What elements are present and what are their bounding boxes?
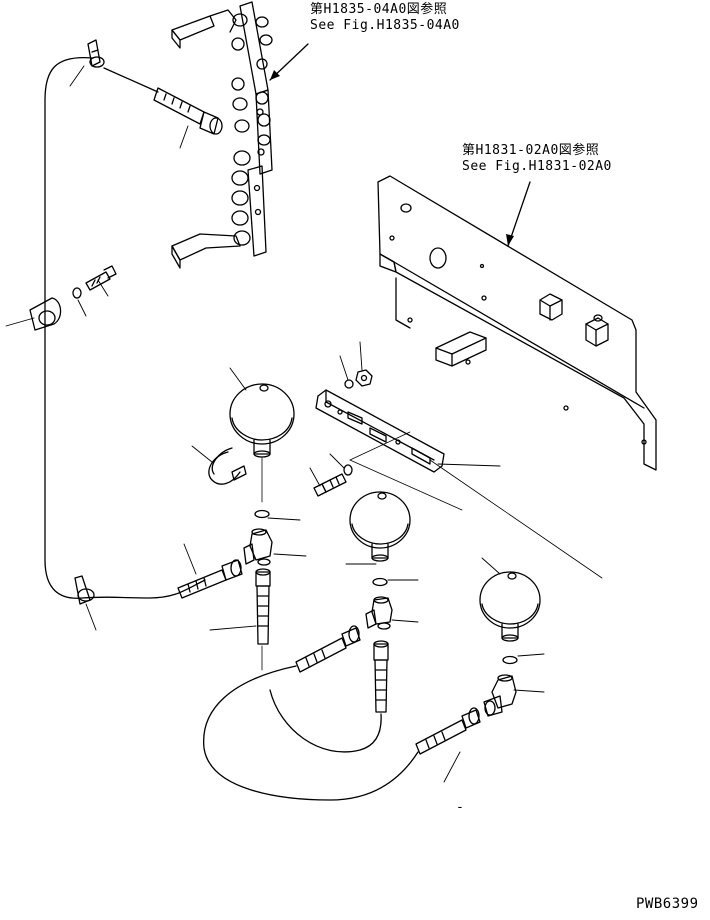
- accumulator-2: [349, 491, 411, 562]
- upper-hose-fitting: [103, 67, 223, 135]
- lower-hose-clamp: [74, 575, 95, 605]
- leader-lines: [5, 65, 545, 783]
- hose-fitting-1: [177, 559, 243, 599]
- upper-reference-label-en: See Fig.H1835-04A0: [310, 18, 460, 33]
- right-reference-arrow: [507, 181, 531, 247]
- u-bolt: [208, 447, 247, 485]
- accumulator-bracket: [315, 389, 445, 473]
- bolt-washer: [343, 464, 353, 476]
- hose-fitting-5: [415, 707, 481, 755]
- bracket-nut-hole: [360, 374, 368, 382]
- o-ring-2: [372, 577, 388, 587]
- tee-fitting-2: [365, 596, 393, 630]
- bracket-bolt: [313, 473, 347, 497]
- lower-hose-loop-2: [269, 689, 382, 753]
- small-dash-mark: -: [456, 800, 465, 815]
- hose-fitting-4: [373, 640, 389, 713]
- tee-fitting-1: [243, 528, 273, 566]
- clamp-washer: [72, 287, 82, 299]
- long-hose-line: [44, 56, 206, 599]
- mounting-plate: [377, 175, 657, 471]
- right-reference-label-en: See Fig.H1831-02A0: [462, 159, 612, 174]
- upper-hose-clamp: [87, 39, 105, 68]
- accumulator-1: [229, 383, 295, 458]
- o-ring-1: [254, 509, 270, 519]
- drawing-code: PWB6399: [636, 896, 699, 912]
- o-ring-3: [502, 655, 518, 665]
- valve-manifold: [171, 1, 273, 269]
- hose-fitting-2: [255, 568, 271, 645]
- accumulator-3: [479, 571, 541, 642]
- bracket-washer: [344, 379, 354, 389]
- upper-reference-label-jp: 第H1835-04A0図参照: [310, 2, 448, 17]
- side-hose-clamp: [29, 297, 62, 331]
- hose-fitting-3: [295, 625, 361, 673]
- clamp-bolt: [85, 265, 117, 291]
- elbow-fitting: [483, 674, 517, 717]
- right-reference-label-jp: 第H1831-02A0図参照: [462, 143, 600, 158]
- lower-hose-loop-1: [203, 665, 419, 801]
- bracket-nut: [355, 369, 373, 387]
